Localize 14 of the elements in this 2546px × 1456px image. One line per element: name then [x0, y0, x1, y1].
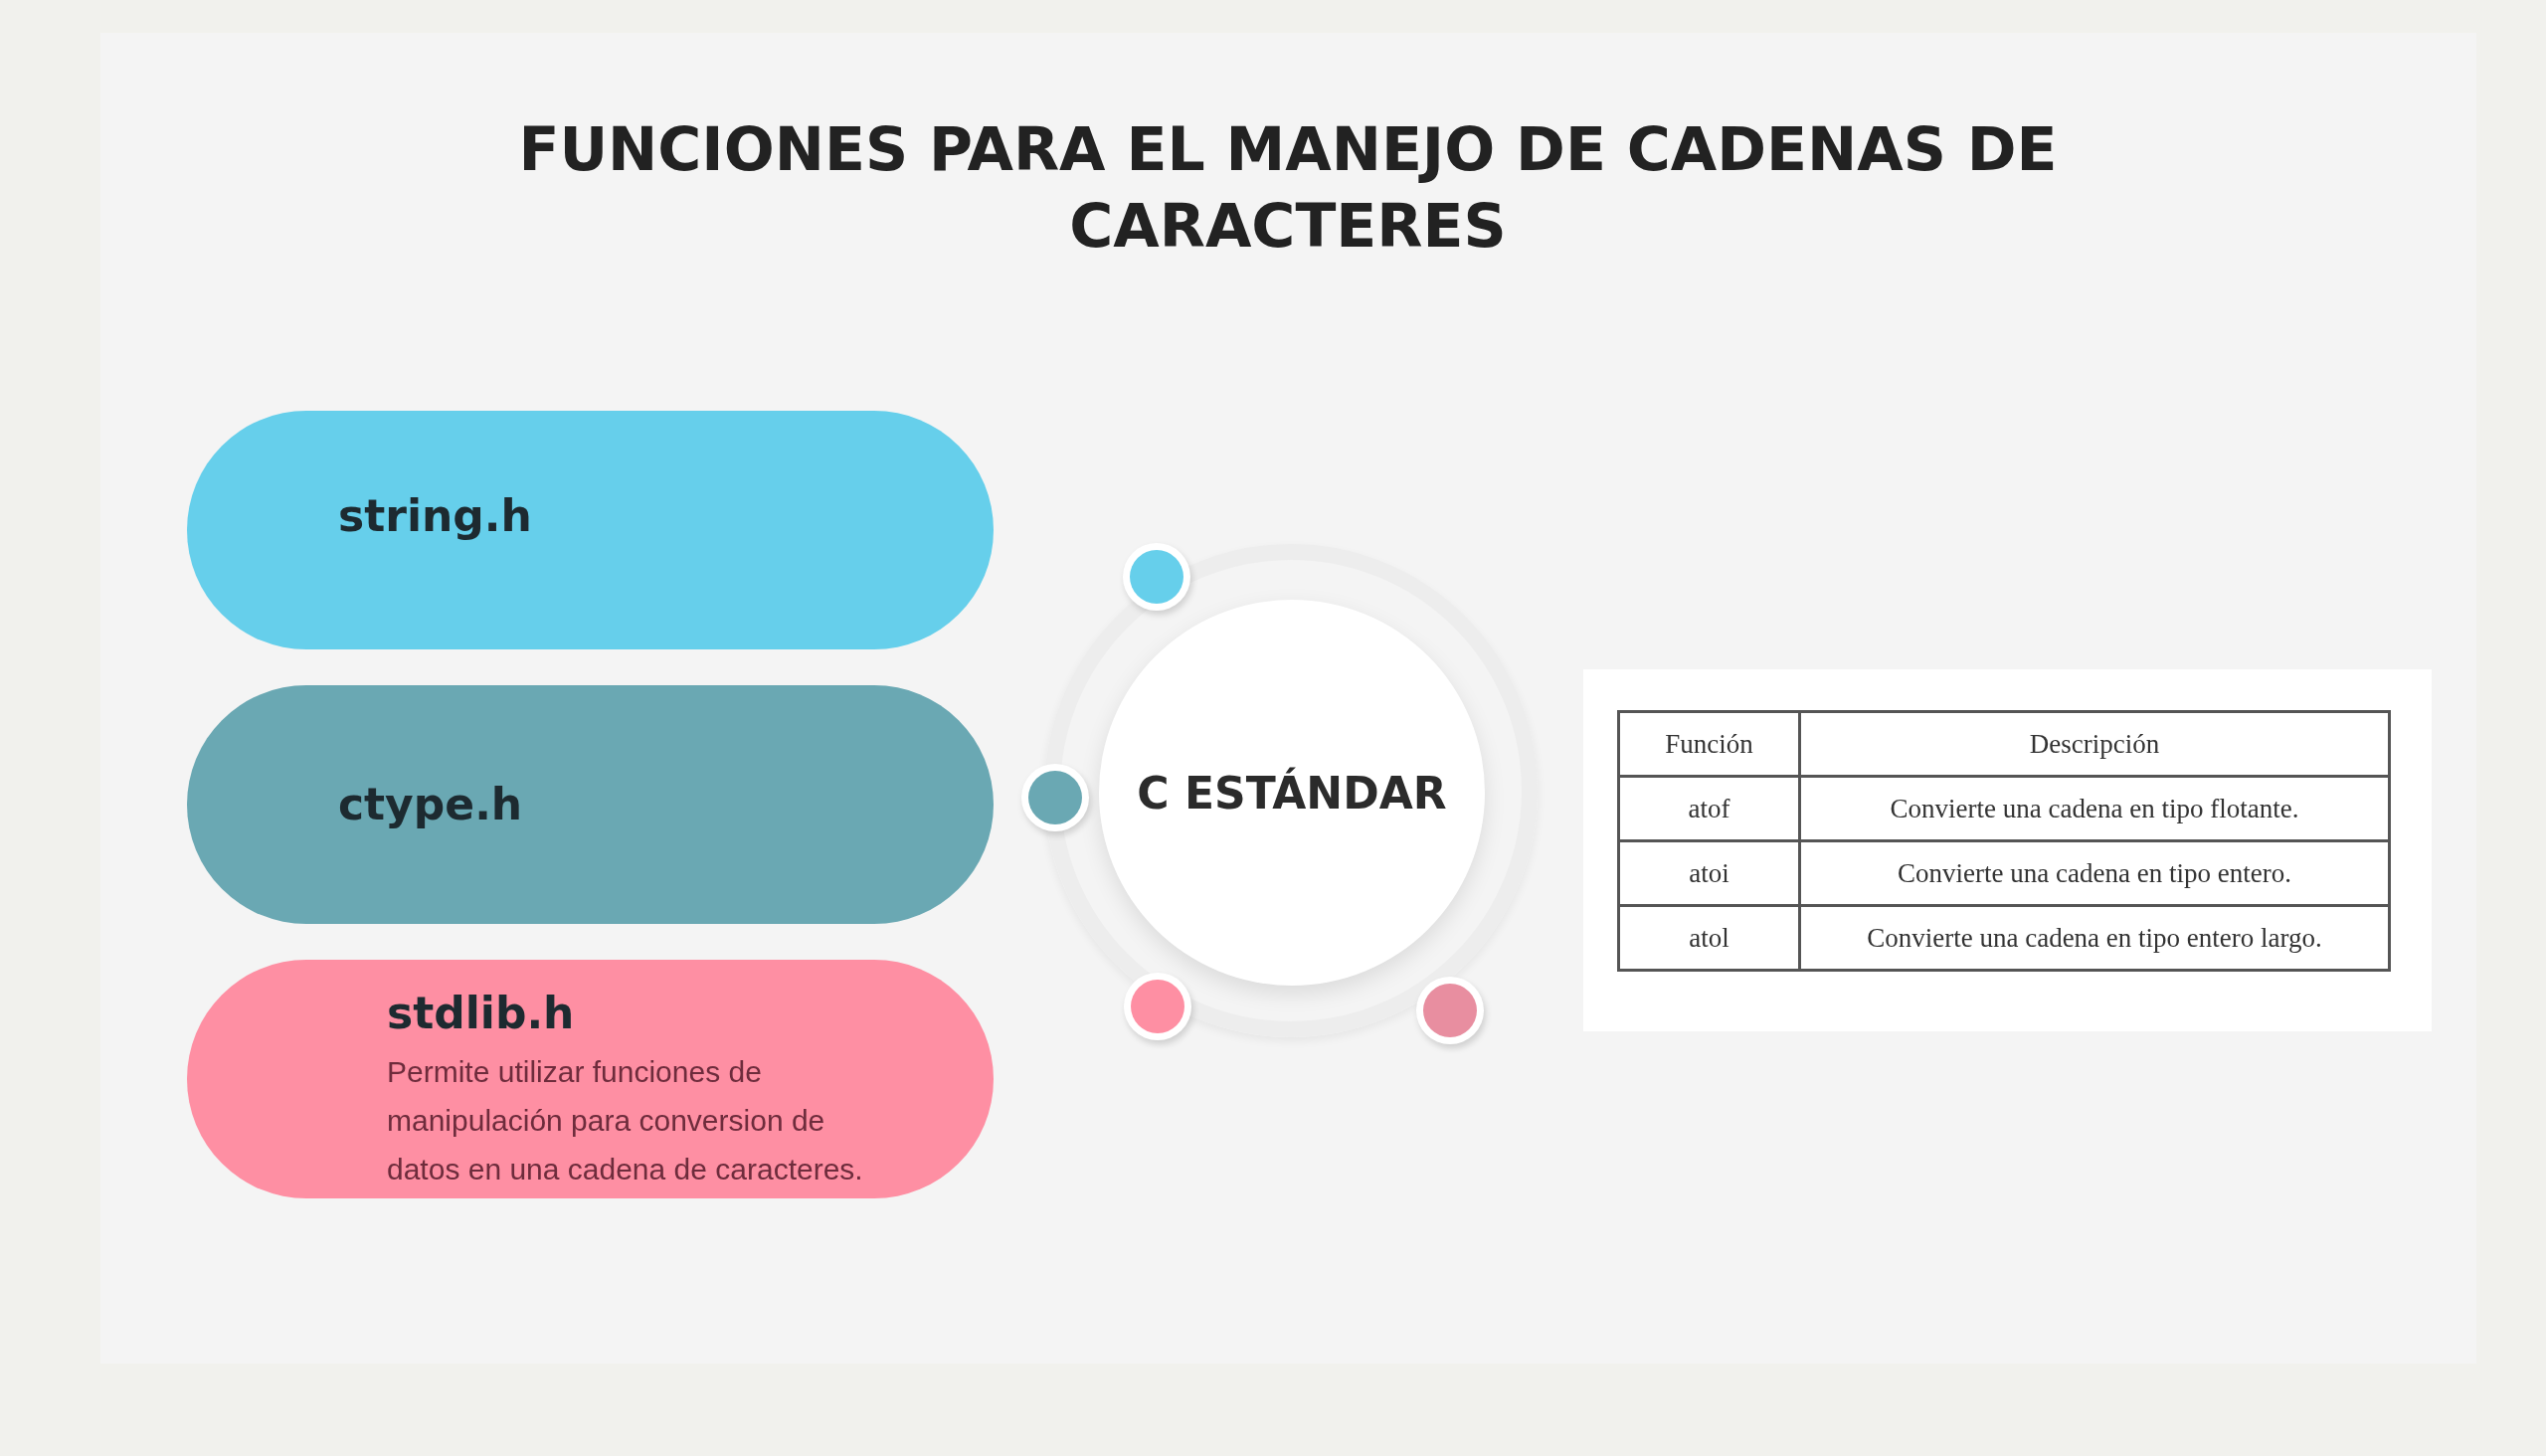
circle-label: C ESTÁNDAR [1137, 767, 1447, 819]
diagram-title: FUNCIONES PARA EL MANEJO DE CADENAS DE CARACTERES [517, 113, 2059, 263]
pill-title: ctype.h [338, 778, 523, 831]
function-name-cell: atoi [1618, 840, 1800, 906]
description-cell: Convierte una cadena en tipo entero largo. [1799, 905, 2390, 971]
pill-title: string.h [338, 489, 532, 543]
description-cell: Convierte una cadena en tipo flotante. [1799, 776, 2390, 841]
pill-title: stdlib.h [387, 987, 575, 1040]
function-name-cell: atol [1618, 905, 1800, 971]
column-header: Descripción [1799, 711, 2390, 777]
column-header: Función [1618, 711, 1800, 777]
pill-description: Permite utilizar funciones de manipulación para conversion de datos en una cadena de caracteres. [387, 1054, 864, 1187]
description-cell: Convierte una cadena en tipo entero. [1799, 840, 2390, 906]
function-name-cell: atof [1618, 776, 1800, 841]
